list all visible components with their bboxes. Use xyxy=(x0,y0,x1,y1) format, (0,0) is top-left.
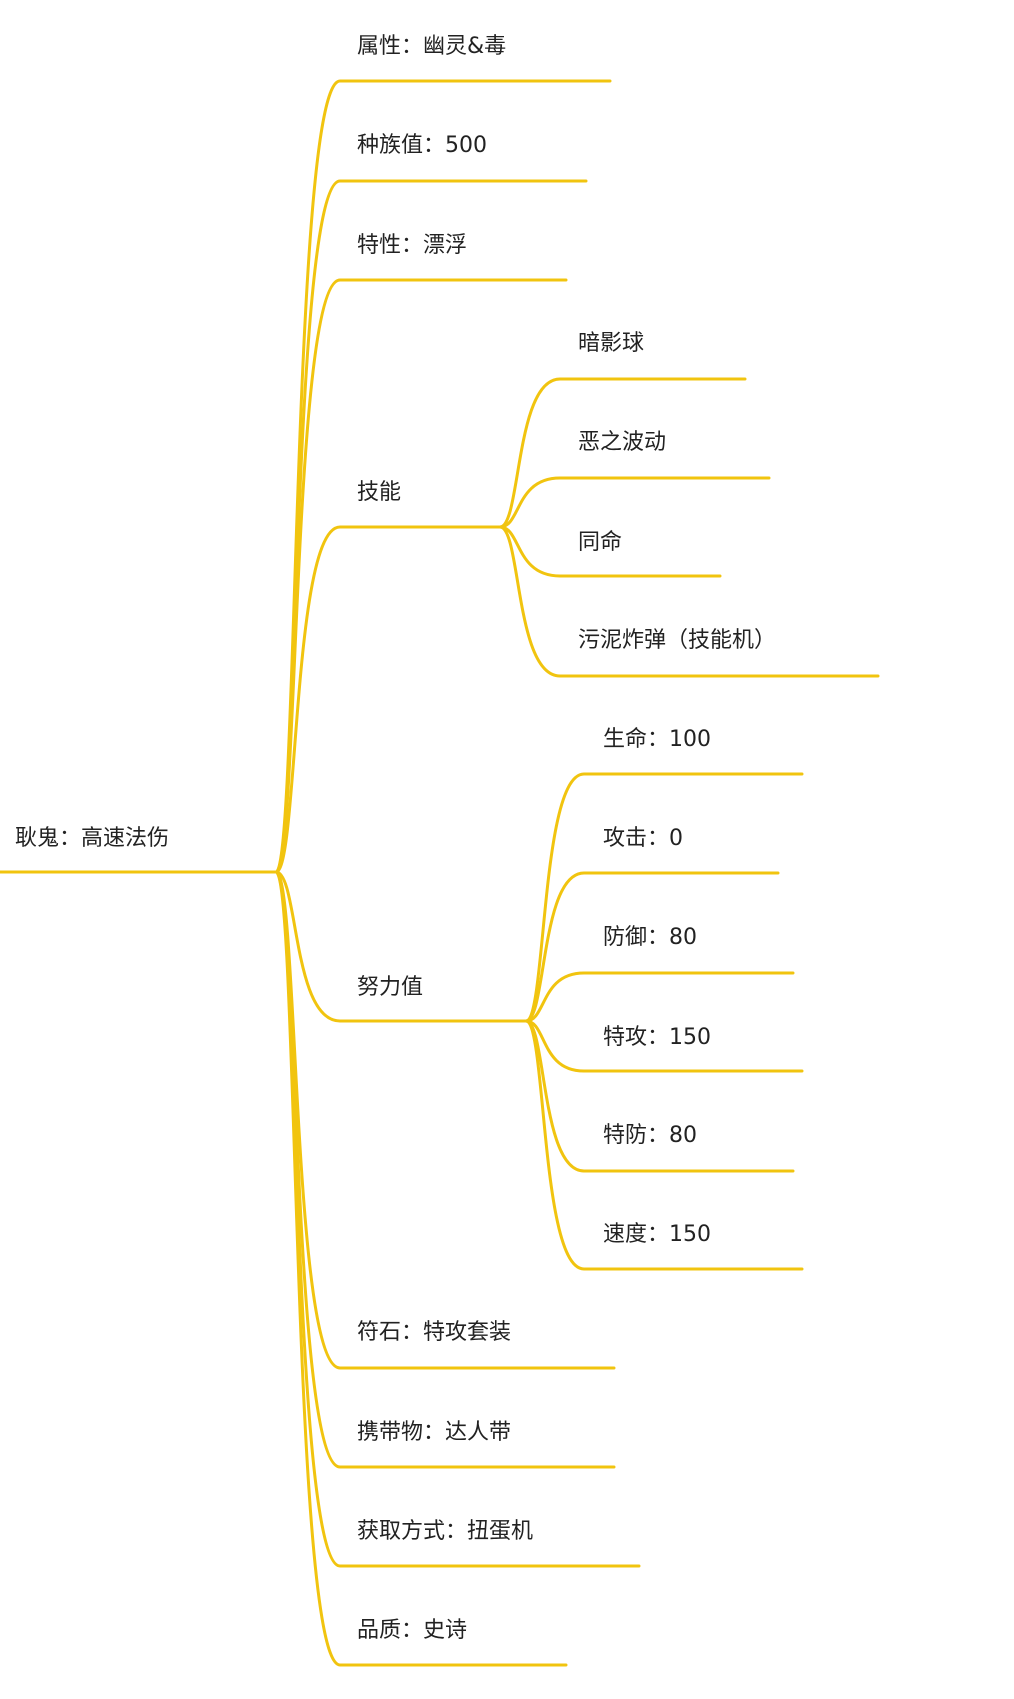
branch-ability[interactable]: 特性：漂浮 xyxy=(357,233,468,258)
branch-base-stats[interactable]: 种族值：500 xyxy=(357,133,487,158)
ev-item[interactable]: 生命：100 xyxy=(603,727,711,752)
ev-item[interactable]: 防御：80 xyxy=(603,925,697,950)
branch-line xyxy=(274,525,502,874)
skill-item[interactable]: 污泥炸弹（技能机） xyxy=(578,628,777,653)
branch-line xyxy=(274,870,616,1370)
branch-skills[interactable]: 技能 xyxy=(357,480,402,505)
branch-ev[interactable]: 努力值 xyxy=(357,975,424,1000)
branch-type[interactable]: 属性：幽灵&毒 xyxy=(357,34,507,59)
ev-line xyxy=(524,1019,804,1073)
skill-line xyxy=(498,476,771,529)
branch-line xyxy=(274,870,528,1023)
branch-obtain[interactable]: 获取方式：扭蛋机 xyxy=(357,1519,534,1544)
branch-line xyxy=(274,278,568,874)
branch-held-item[interactable]: 携带物：达人带 xyxy=(357,1420,512,1445)
skill-item[interactable]: 同命 xyxy=(578,530,623,555)
skill-line xyxy=(498,525,722,578)
ev-line xyxy=(524,971,795,1023)
ev-line xyxy=(524,1019,804,1271)
skill-item[interactable]: 恶之波动 xyxy=(578,430,667,455)
ev-item[interactable]: 特防：80 xyxy=(603,1123,697,1148)
branch-line xyxy=(274,870,568,1667)
ev-line xyxy=(524,871,780,1023)
branch-line xyxy=(274,870,616,1469)
skill-line xyxy=(498,377,747,529)
branch-quality[interactable]: 品质：史诗 xyxy=(357,1618,468,1643)
branch-rune[interactable]: 符石：特攻套装 xyxy=(357,1320,512,1345)
skill-line xyxy=(498,525,880,678)
root-node[interactable]: 耿鬼：高速法伤 xyxy=(15,826,170,851)
ev-item[interactable]: 攻击：0 xyxy=(603,826,683,851)
ev-line xyxy=(524,772,804,1023)
ev-item[interactable]: 速度：150 xyxy=(603,1222,711,1247)
branch-line xyxy=(274,870,641,1568)
ev-item[interactable]: 特攻：150 xyxy=(603,1025,711,1050)
skill-item[interactable]: 暗影球 xyxy=(578,331,645,356)
